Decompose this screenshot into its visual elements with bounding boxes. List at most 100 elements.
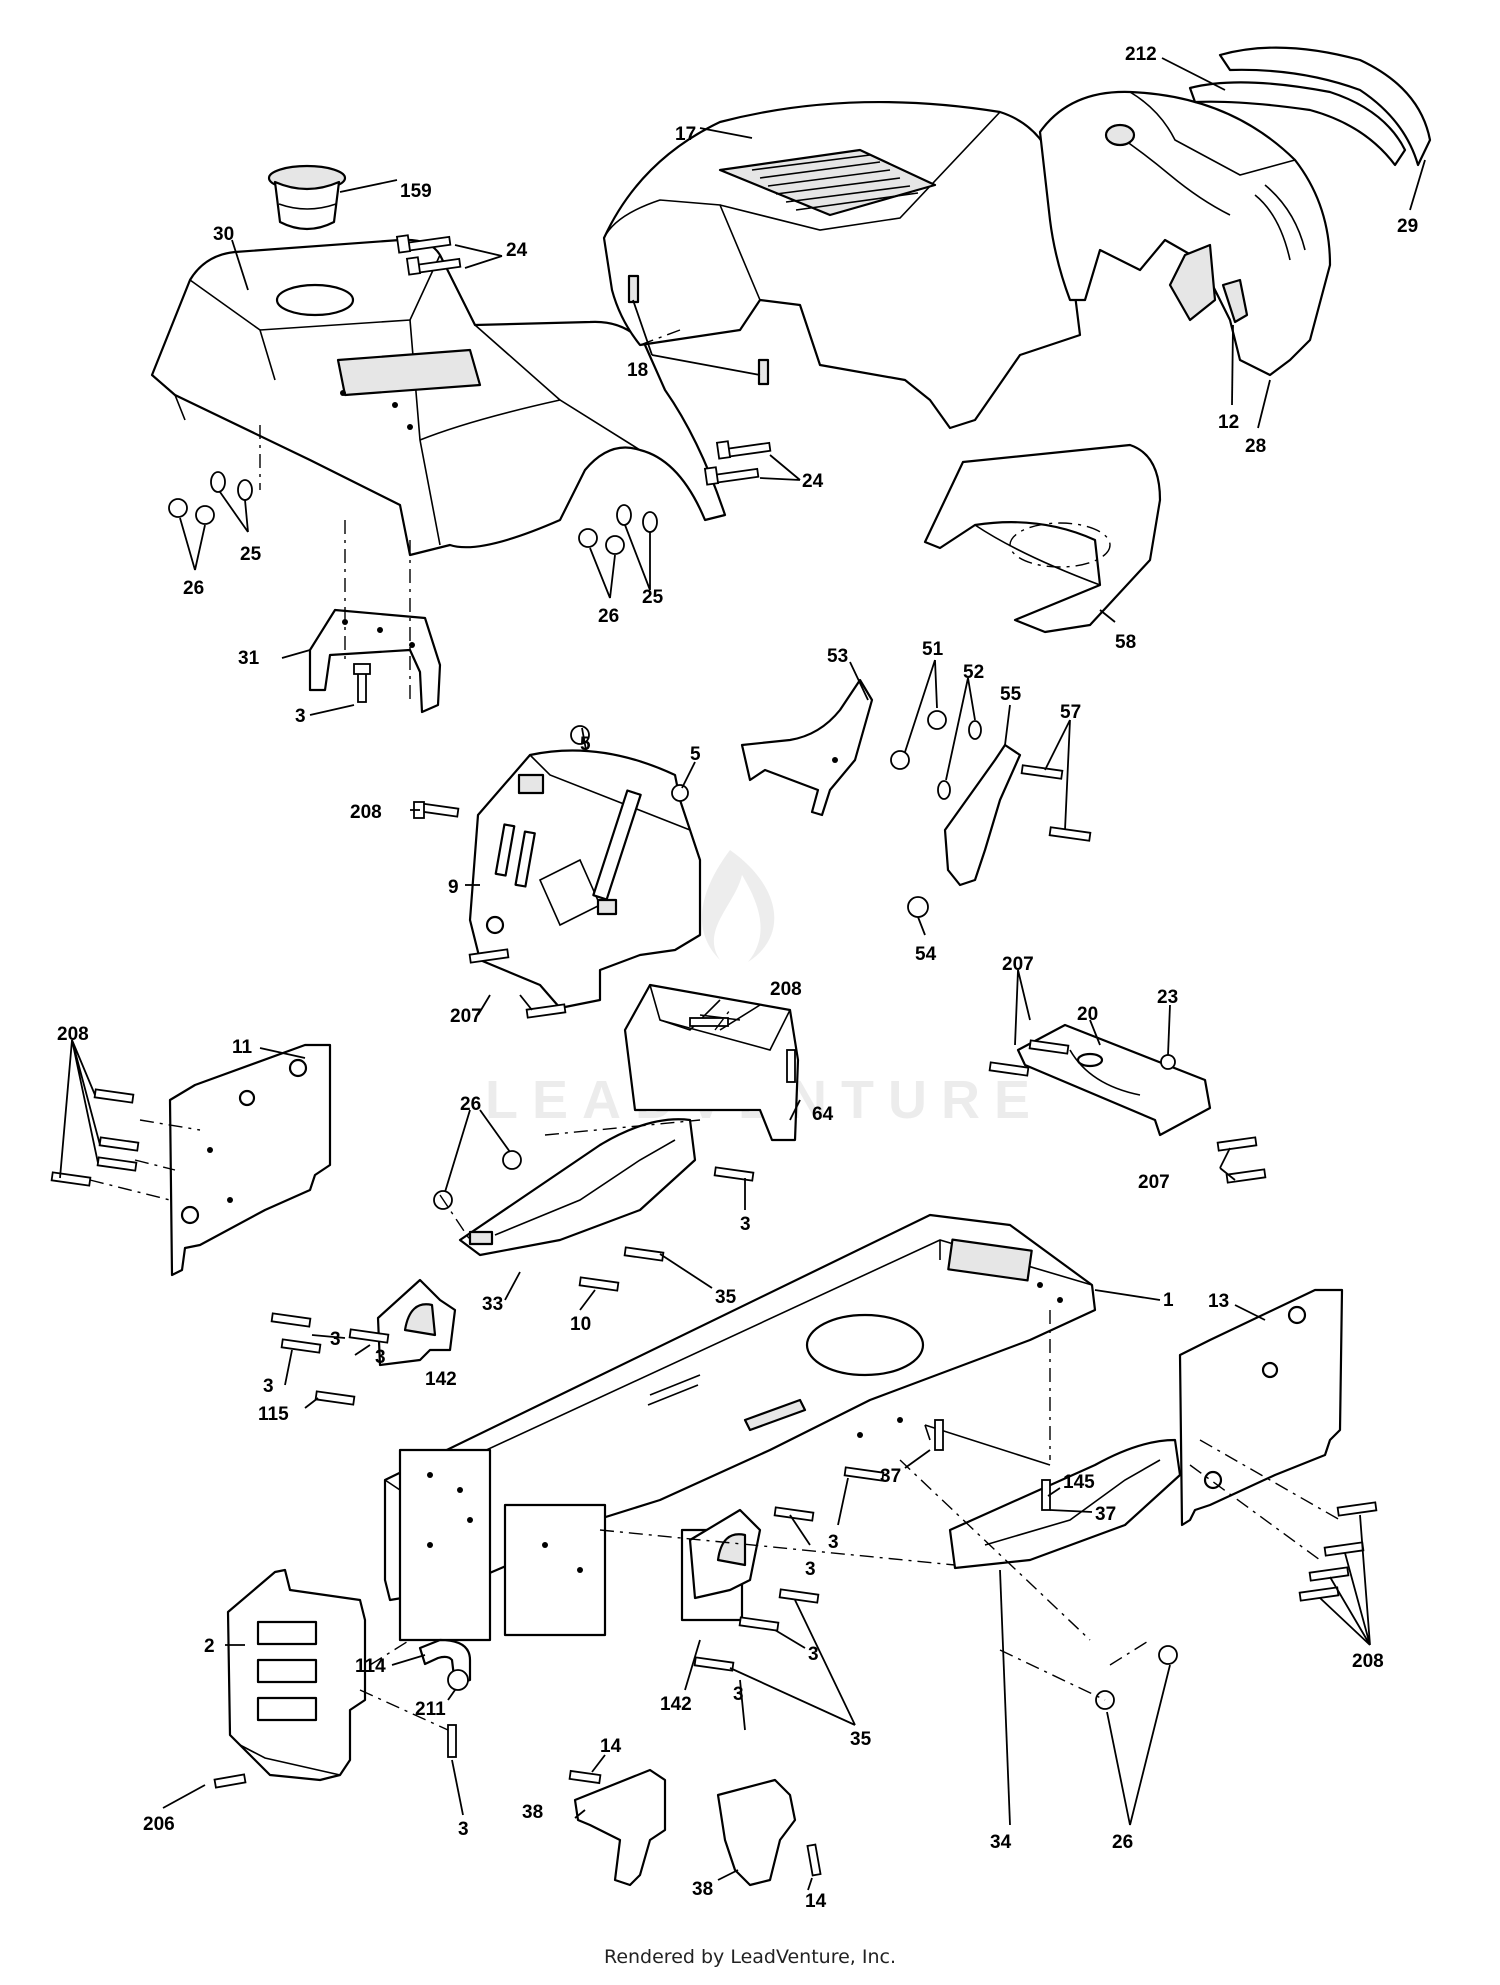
- part-30-rear-fender: [150, 238, 727, 557]
- bolt-icon: [1020, 764, 1092, 842]
- callout-23: 23: [1157, 987, 1178, 1008]
- callout-20: 20: [1077, 1004, 1098, 1025]
- callout-1: 1: [1163, 1290, 1174, 1311]
- bolt-icon: [468, 948, 567, 1019]
- callout-142: 142: [660, 1694, 692, 1715]
- part-9-dash-panel: [468, 749, 702, 1010]
- bolt-icon: [50, 1088, 140, 1187]
- bolt-icon: [213, 1724, 457, 1789]
- nut-icon: [1160, 1054, 1176, 1070]
- bolt-icon: [689, 1017, 796, 1083]
- callout-14: 14: [600, 1736, 622, 1757]
- callout-3: 3: [805, 1559, 816, 1580]
- callout-5: 5: [690, 744, 701, 765]
- callout-28: 28: [1245, 436, 1266, 457]
- callout-52: 52: [963, 662, 984, 683]
- callout-3: 3: [733, 1684, 744, 1705]
- bolt-icon: [395, 234, 452, 254]
- callout-208: 208: [1352, 1651, 1384, 1672]
- callout-51: 51: [922, 639, 944, 660]
- callout-11: 11: [232, 1037, 253, 1058]
- callout-207: 207: [450, 1006, 482, 1027]
- part-13-side-panel: [1178, 1288, 1344, 1527]
- part-33-footrest: [458, 1118, 697, 1257]
- callout-2: 2: [204, 1636, 215, 1657]
- leader-lines: [59, 57, 1426, 1891]
- callout-211: 211: [415, 1699, 446, 1720]
- part-55-bracket: [943, 743, 1022, 887]
- bolt-icon: [353, 663, 371, 703]
- part-20-mount-plate: [1016, 1023, 1212, 1137]
- callout-25: 25: [642, 587, 664, 608]
- callout-12: 12: [1218, 412, 1239, 433]
- bolt-icon: [413, 801, 460, 819]
- part-17-hood: [602, 100, 1082, 430]
- callout-24: 24: [506, 240, 528, 261]
- nut-icon: [570, 725, 689, 802]
- watermark-flame-icon: [701, 850, 775, 962]
- callout-207: 207: [1138, 1172, 1170, 1193]
- part-142-axle-bracket-right: [688, 1508, 762, 1600]
- callout-208: 208: [350, 802, 382, 823]
- callout-14: 14: [805, 1891, 827, 1912]
- callout-25: 25: [240, 544, 262, 565]
- callout-10: 10: [570, 1314, 591, 1335]
- callout-38: 38: [692, 1879, 713, 1900]
- nut-icon: [168, 498, 215, 525]
- part-211-nut: [447, 1669, 469, 1691]
- part-11-side-panel: [168, 1043, 332, 1277]
- callout-3: 3: [375, 1347, 386, 1368]
- part-38-bracket-right: [716, 1778, 797, 1887]
- footer-credit: Rendered by LeadVenture, Inc.: [603, 1946, 897, 1968]
- part-28-grille-housing: [1038, 90, 1332, 377]
- part-145-rod: [924, 1424, 1051, 1466]
- callout-53: 53: [827, 646, 848, 667]
- washer-icon: [210, 471, 253, 501]
- callout-58: 58: [1115, 632, 1136, 653]
- callout-159: 159: [400, 181, 432, 202]
- callout-3: 3: [828, 1532, 839, 1553]
- callout-208: 208: [770, 979, 802, 1000]
- callout-206: 206: [143, 1814, 175, 1835]
- callout-26: 26: [460, 1094, 481, 1115]
- part-212-grille-insert: [1188, 81, 1407, 167]
- callout-24: 24: [802, 471, 824, 492]
- callout-26: 26: [183, 578, 204, 599]
- part-12-latch: [1221, 278, 1249, 324]
- callout-3: 3: [330, 1329, 341, 1350]
- washer-icon: [937, 720, 982, 800]
- alignment-lines: [89, 425, 1341, 1731]
- nut-icon: [433, 1150, 522, 1210]
- callout-26: 26: [1112, 1832, 1133, 1853]
- bolt-icon: [578, 1166, 755, 1292]
- washer-icon: [616, 504, 658, 533]
- part-29-headlight-lens: [1218, 46, 1432, 167]
- callout-3: 3: [740, 1214, 751, 1235]
- callout-35: 35: [850, 1729, 872, 1750]
- part-53-bracket: [740, 678, 874, 817]
- callout-3: 3: [263, 1376, 274, 1397]
- part-38-bracket-left: [573, 1768, 667, 1887]
- nut-icon: [578, 528, 625, 555]
- part-142-axle-bracket-left: [376, 1278, 457, 1367]
- callout-57: 57: [1060, 702, 1081, 723]
- callout-114: 114: [355, 1656, 386, 1677]
- callout-17: 17: [675, 124, 696, 145]
- callout-207: 207: [1002, 954, 1034, 975]
- callout-labels: 159 30 24 17 212 29 18 12 28 24 26 25 26…: [57, 44, 1418, 1912]
- callout-13: 13: [1208, 1291, 1229, 1312]
- callout-64: 64: [812, 1104, 834, 1125]
- callout-9: 9: [448, 877, 459, 898]
- callout-208: 208: [57, 1024, 89, 1045]
- nut-icon: [1095, 1645, 1178, 1710]
- bolt-icon: [1216, 1136, 1267, 1184]
- callout-55: 55: [1000, 684, 1022, 705]
- part-159-fuel-cap: [267, 164, 347, 231]
- callout-54: 54: [915, 944, 937, 965]
- callout-37: 37: [1095, 1504, 1116, 1525]
- callout-3: 3: [458, 1819, 469, 1840]
- bolt-icon: [405, 256, 462, 276]
- nut-icon: [890, 710, 947, 770]
- callout-115: 115: [258, 1404, 289, 1425]
